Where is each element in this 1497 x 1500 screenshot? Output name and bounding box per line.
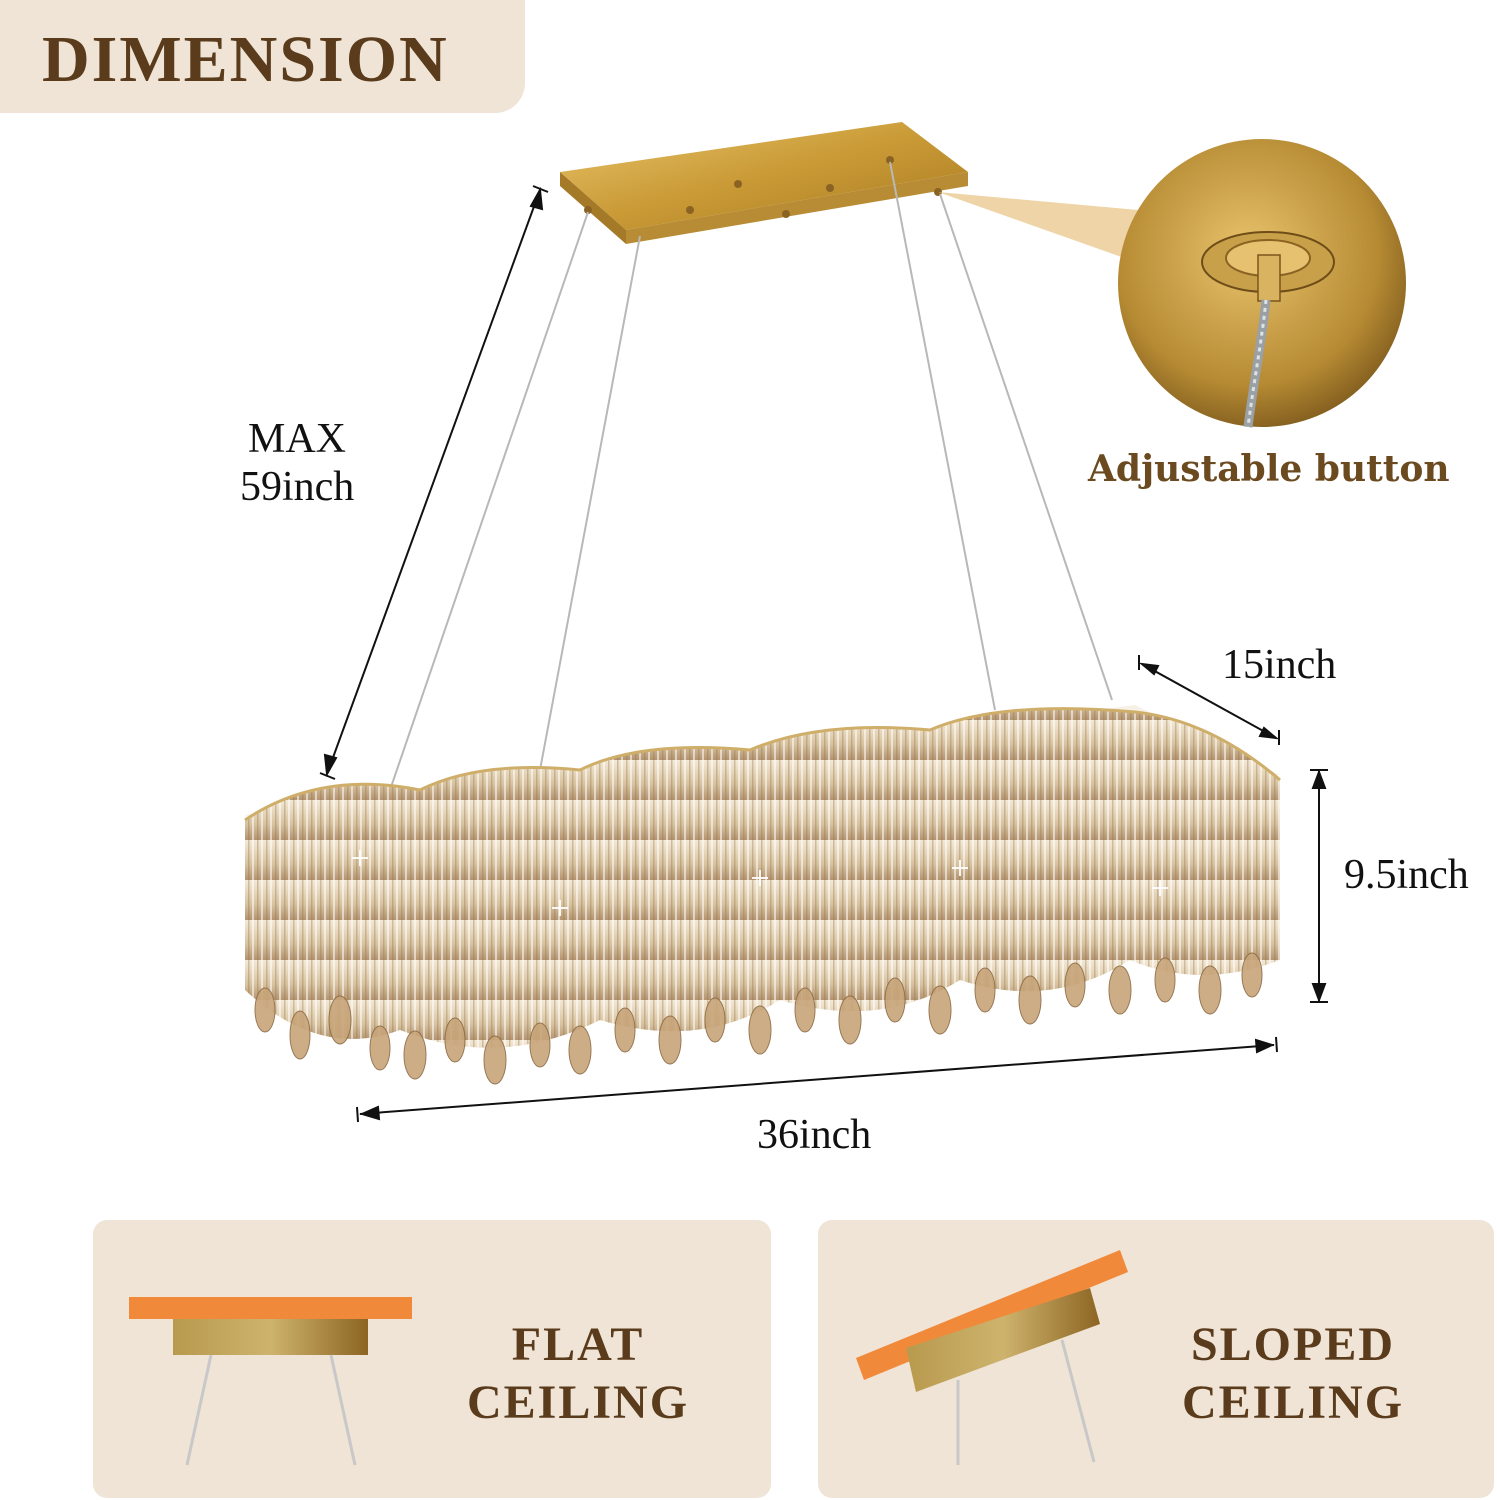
chandelier-body — [244, 705, 1281, 1085]
callout-wedge — [938, 192, 1138, 260]
max-height-label: 59inch — [240, 464, 355, 510]
page-title: DIMENSION — [42, 23, 449, 96]
depth-label: 15inch — [1222, 642, 1337, 688]
sloped-ceiling-icon — [856, 1250, 1128, 1465]
max-label: MAX — [248, 416, 347, 462]
sloped-ceiling-line1: SLOPED — [1190, 1318, 1396, 1371]
adjustable-button-label: Adjustable button — [1088, 448, 1450, 490]
dimension-arrows — [319, 185, 1328, 1123]
adjustable-button-detail — [1118, 139, 1406, 428]
title-tab: DIMENSION — [0, 0, 525, 113]
flat-ceiling-line1: FLAT — [511, 1318, 645, 1371]
flat-ceiling-panel: FLAT CEILING — [93, 1220, 771, 1498]
canopy-plate — [560, 122, 968, 244]
sloped-ceiling-panel: SLOPED CEILING — [818, 1220, 1494, 1498]
flat-ceiling-icon — [129, 1297, 412, 1466]
sloped-ceiling-line2: CEILING — [1181, 1376, 1405, 1429]
fixture-height-label: 9.5inch — [1344, 852, 1469, 898]
suspension-cables — [389, 161, 1113, 791]
flat-ceiling-line2: CEILING — [466, 1376, 690, 1429]
length-label: 36inch — [757, 1112, 872, 1158]
